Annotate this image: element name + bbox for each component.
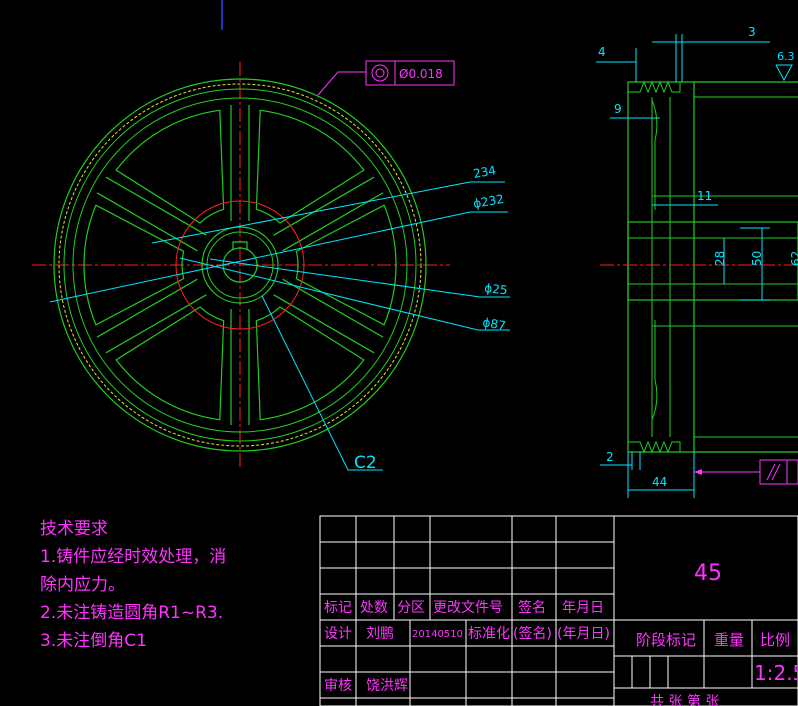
col-label-5: 年月日 bbox=[562, 600, 604, 616]
tech-line-4: 3.未注倒角C1 bbox=[40, 631, 147, 651]
weight-label: 重量 bbox=[714, 631, 744, 649]
dim-11: 11 bbox=[697, 189, 712, 203]
dim-text-234: 234 bbox=[472, 163, 497, 181]
dim-3: 3 bbox=[748, 25, 756, 39]
side-view: 4 3 9 11 28 50 62 2 44 6.3 bbox=[596, 25, 798, 498]
dim-text-87: ϕ87 bbox=[481, 315, 506, 333]
roughness-value: 6.3 bbox=[777, 50, 795, 63]
keyway bbox=[232, 241, 248, 249]
chamfer-label: C2 bbox=[354, 453, 377, 473]
front-view: 234 ϕ232 ϕ25 ϕ87 C2 Ø0.018 bbox=[32, 0, 510, 473]
dim-text-25: ϕ25 bbox=[484, 281, 509, 297]
rim-inner-circle bbox=[72, 97, 408, 433]
dim-2: 2 bbox=[606, 450, 614, 464]
tolerance-frame bbox=[365, 60, 455, 86]
chamfer-leader bbox=[261, 295, 383, 471]
dim-line-87 bbox=[179, 257, 479, 331]
spoke-window bbox=[255, 109, 365, 224]
spoke-window bbox=[83, 204, 185, 326]
sign-placeholder: (签名) bbox=[513, 625, 552, 642]
tech-line-2: 除内应力。 bbox=[40, 575, 125, 595]
col-label-1: 处数 bbox=[360, 600, 388, 616]
top-grooves bbox=[627, 80, 681, 94]
tech-title: 技术要求 bbox=[40, 519, 108, 539]
dim-line-232 bbox=[49, 211, 471, 303]
bottom-grooves bbox=[627, 440, 681, 454]
tech-line-1: 1.铸件应经时效处理，消 bbox=[40, 547, 227, 567]
col-label-2: 分区 bbox=[397, 600, 425, 616]
design-label: 设计 bbox=[324, 626, 352, 642]
rim-section bbox=[627, 81, 695, 453]
col-label-3: 更改文件号 bbox=[433, 600, 503, 616]
roughness-icon bbox=[775, 64, 793, 82]
dim-62: 62 bbox=[789, 251, 798, 266]
material-text: 45 bbox=[694, 561, 722, 586]
spoke-window bbox=[295, 204, 397, 326]
dim-9: 9 bbox=[614, 102, 622, 116]
scale-label: 比例 bbox=[760, 631, 790, 649]
hub-circle-87 bbox=[175, 200, 305, 330]
design-date: 20140510 bbox=[412, 629, 463, 640]
dim-line-25 bbox=[209, 258, 481, 298]
dim-4: 4 bbox=[598, 45, 606, 59]
hub-outer bbox=[201, 226, 279, 304]
tolerance-value: Ø0.018 bbox=[399, 67, 443, 81]
col-label-4: 签名 bbox=[518, 599, 546, 616]
tolerance-leader bbox=[317, 71, 366, 96]
spoke-window bbox=[115, 109, 225, 224]
sheet-text: 共 张 第 张 bbox=[650, 693, 719, 706]
standardize-label: 标准化 bbox=[468, 626, 510, 642]
designer-name: 刘鹏 bbox=[366, 626, 394, 642]
scale-value: 1:2.5 bbox=[754, 661, 798, 685]
col-label-0: 标记 bbox=[324, 600, 352, 616]
parallelism-frame bbox=[759, 459, 798, 485]
hub-section bbox=[627, 221, 798, 301]
dim-28: 28 bbox=[713, 251, 727, 266]
stage-label: 阶段标记 bbox=[636, 631, 696, 649]
spoke-window bbox=[115, 306, 225, 421]
dim-50: 50 bbox=[750, 251, 764, 266]
dim-text-232: ϕ232 bbox=[472, 192, 505, 211]
title-block bbox=[319, 515, 798, 706]
groove-bottom-circle bbox=[63, 88, 417, 442]
review-label: 审核 bbox=[324, 678, 352, 694]
pitch-circle bbox=[58, 83, 422, 447]
date-placeholder: (年月日) bbox=[557, 626, 610, 642]
dim-44: 44 bbox=[652, 475, 667, 489]
dim-line-234 bbox=[151, 181, 471, 244]
concentricity-icon bbox=[371, 64, 389, 82]
tech-line-3: 2.未注铸造圆角R1~R3. bbox=[40, 603, 224, 623]
outer-rim bbox=[53, 78, 427, 452]
parallelism-icon bbox=[766, 463, 776, 481]
reviewer-name: 饶洪辉 bbox=[366, 678, 408, 694]
spoke-window bbox=[255, 306, 365, 421]
